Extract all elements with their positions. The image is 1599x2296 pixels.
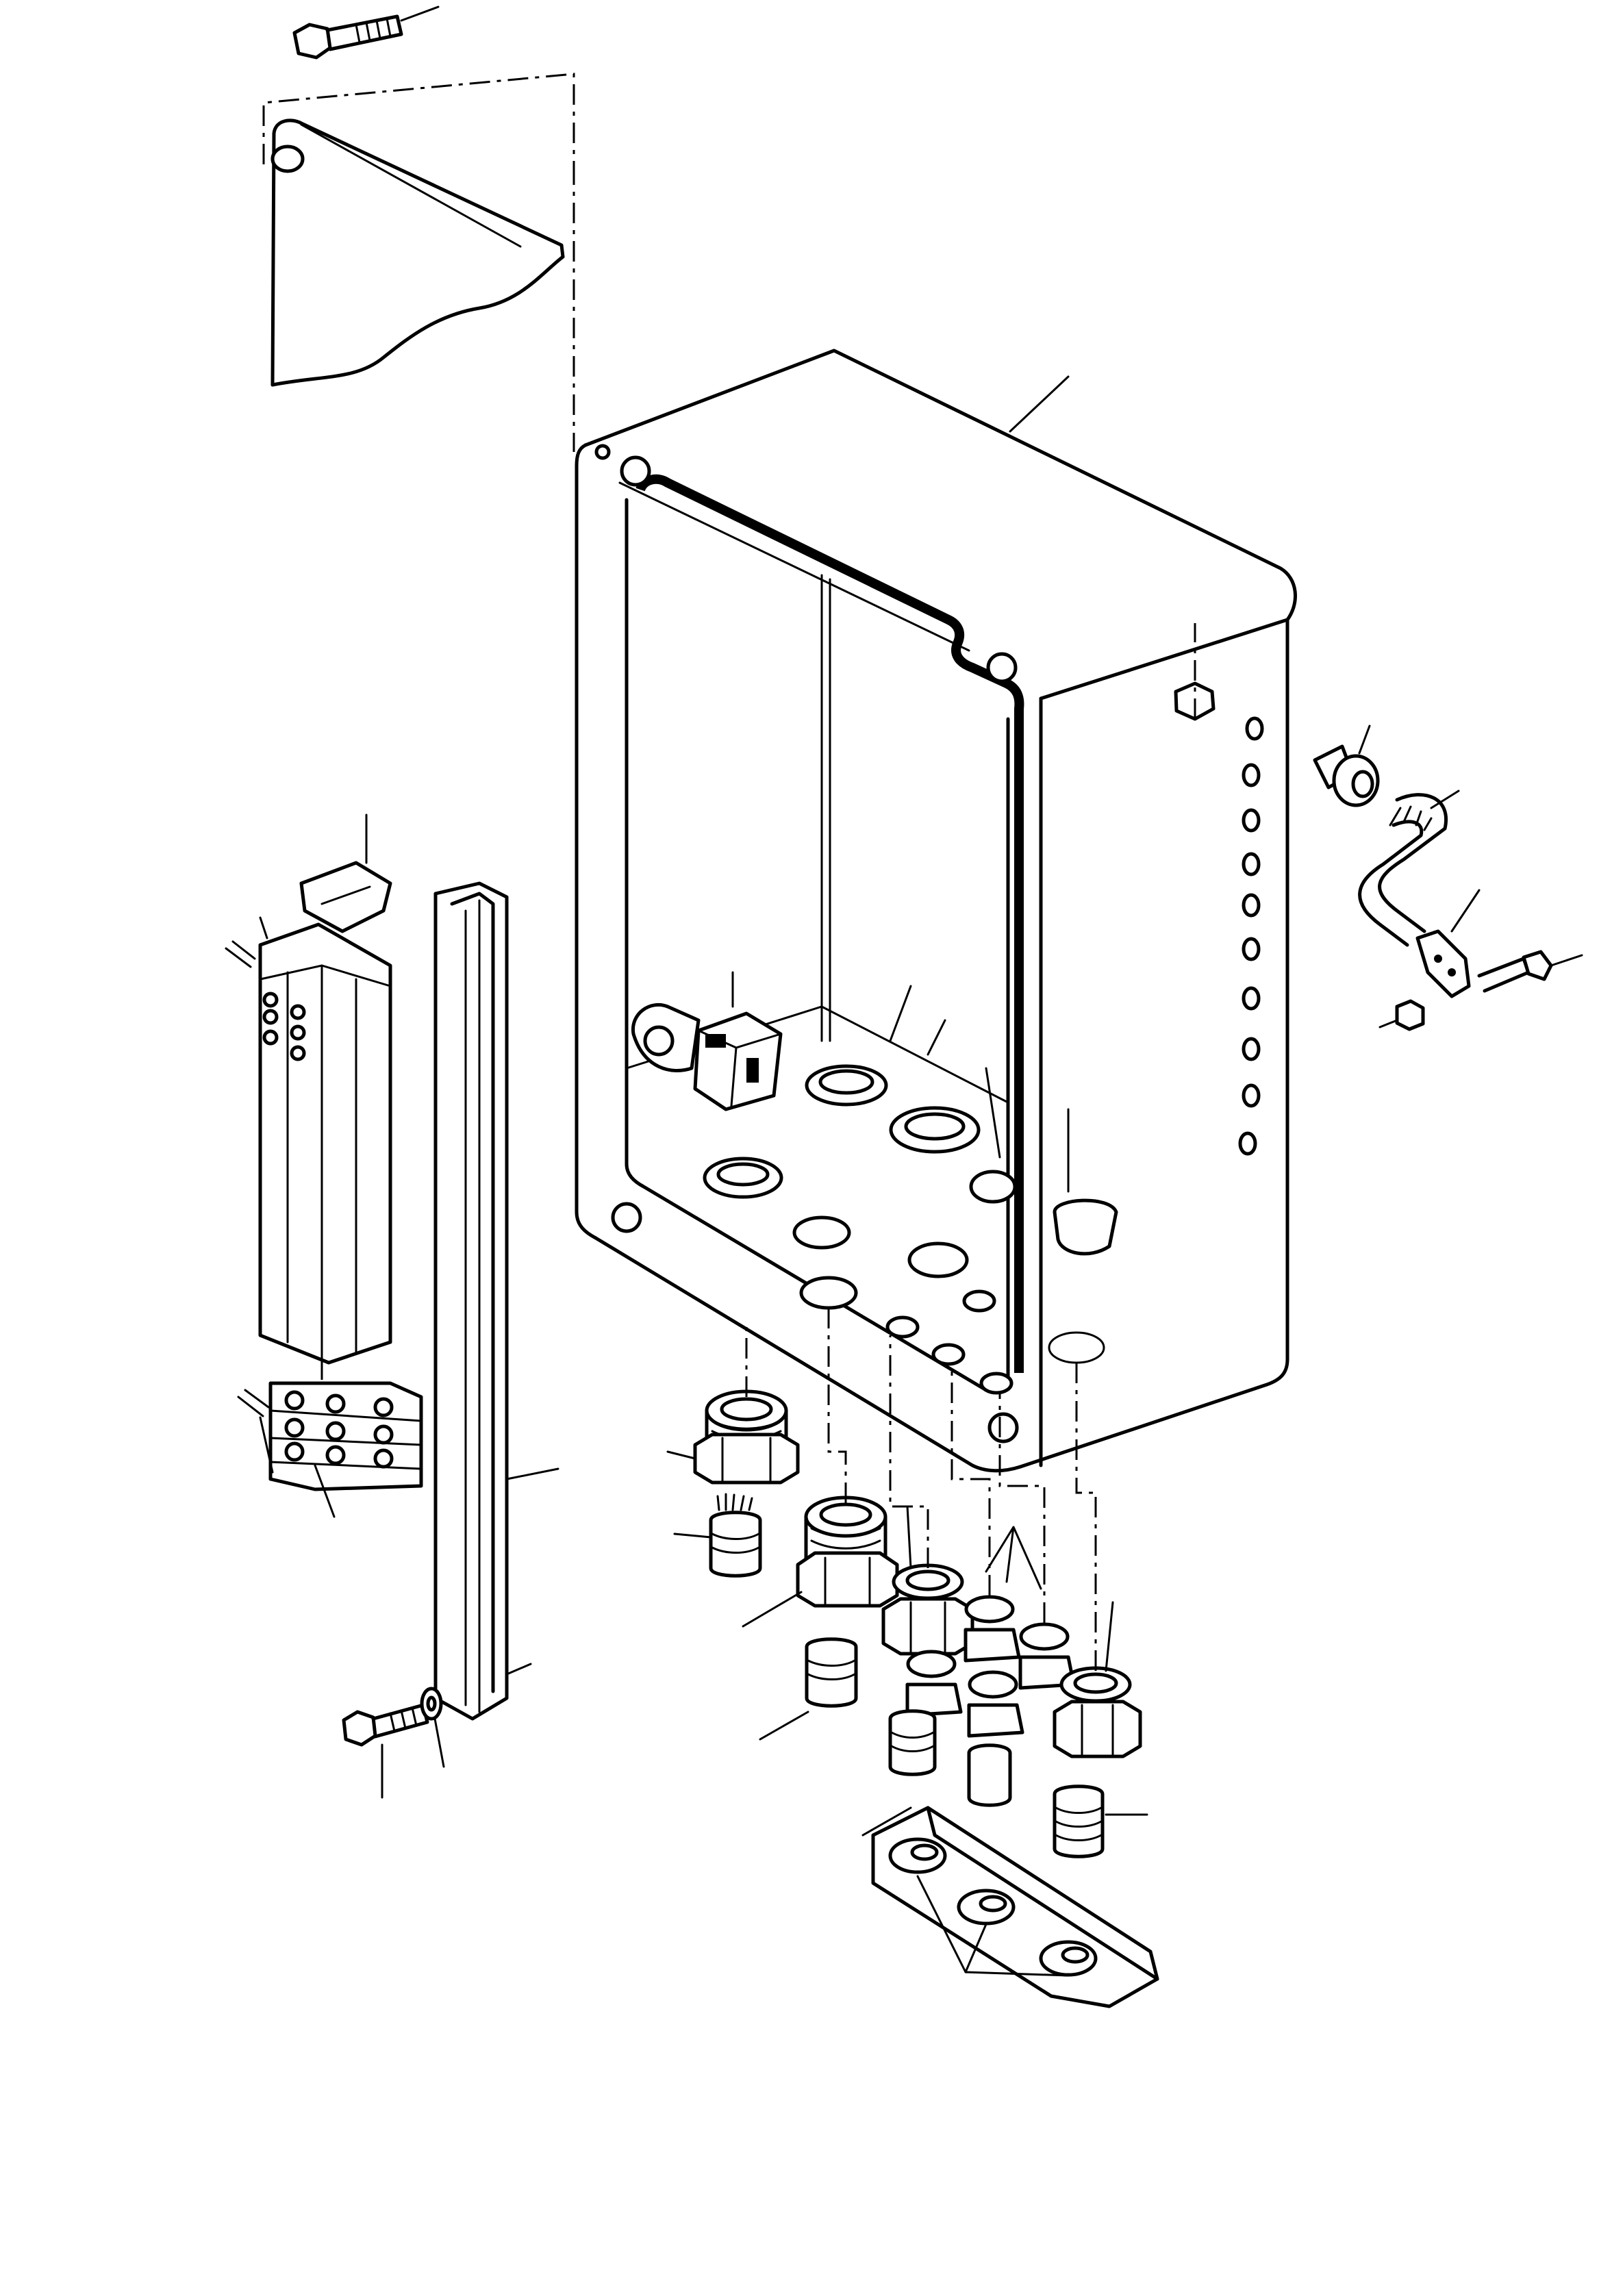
leader-line	[259, 916, 268, 939]
leader-line	[433, 1717, 445, 1768]
din-mounting-rail	[433, 881, 559, 1721]
clamp-bolt	[1477, 950, 1583, 993]
relay-switch	[631, 971, 783, 1111]
terminal-block-end-cap	[299, 813, 392, 933]
leader-line	[314, 1464, 336, 1518]
leader-line	[906, 1505, 912, 1569]
lock-nuts	[703, 985, 1118, 1256]
leader-line	[861, 1806, 912, 1837]
leader-line	[673, 1532, 712, 1539]
gland-mounting-bracket	[861, 1806, 1159, 2008]
leader-line	[505, 1663, 532, 1676]
cable-glands	[666, 1304, 1142, 1758]
terminal-block-strip	[225, 916, 392, 1365]
clamp-nut	[1378, 999, 1425, 1031]
cable-grommets	[673, 1493, 1148, 1858]
leader-line	[759, 1711, 809, 1741]
hex-bolt-top	[292, 5, 440, 60]
leader-line	[1358, 724, 1371, 755]
side-breather-fitting	[1313, 724, 1380, 807]
leader-line	[505, 1467, 559, 1480]
terminal-connector-clips	[237, 1381, 423, 1518]
flexible-hose	[1358, 790, 1460, 947]
leader-line	[1009, 375, 1070, 433]
side-nut	[1174, 623, 1216, 721]
electrical-enclosure-box	[575, 349, 1297, 1473]
terminal-screws-top	[262, 992, 306, 1061]
leader-line	[1450, 889, 1481, 933]
hose-clamp	[1415, 889, 1481, 998]
hinged-cover	[262, 73, 575, 387]
leader-line	[1378, 1019, 1398, 1029]
leader-line	[742, 1591, 803, 1628]
rail-washer	[420, 1687, 445, 1768]
leader-line	[666, 1450, 696, 1460]
leader-line	[1550, 954, 1583, 967]
leader-line	[400, 5, 440, 22]
floor-holes	[792, 1215, 1105, 1395]
side-vent-holes	[1238, 716, 1264, 1156]
rail-bolt	[342, 1703, 429, 1799]
leader-line	[1430, 790, 1460, 809]
leader-line	[1105, 1601, 1114, 1672]
leader-line	[259, 1416, 274, 1474]
